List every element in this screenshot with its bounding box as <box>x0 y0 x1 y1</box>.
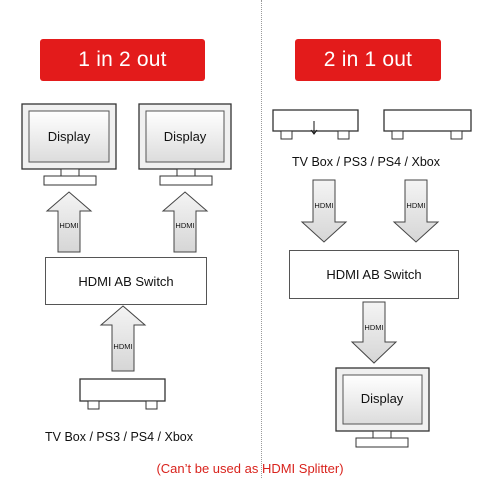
source-device-box-2 <box>383 109 472 140</box>
right-source-label: TV Box / PS3 / PS4 / Xbox <box>292 155 440 169</box>
panel-divider <box>261 0 262 478</box>
hdmi-up-arrow-3: HDMI <box>99 305 147 372</box>
svg-text:HDMI: HDMI <box>406 201 425 210</box>
right-title-banner: 2 in 1 out <box>295 39 441 81</box>
display-monitor-2: Display <box>138 103 232 186</box>
svg-text:HDMI: HDMI <box>175 221 194 230</box>
hdmi-down-arrow-2: HDMI <box>392 179 440 243</box>
hdmi-down-arrow-3: HDMI <box>350 301 398 364</box>
source-device-box-1 <box>272 109 359 140</box>
left-source-label: TV Box / PS3 / PS4 / Xbox <box>45 430 193 444</box>
svg-text:HDMI: HDMI <box>113 342 132 351</box>
right-hdmi-ab-switch: HDMI AB Switch <box>289 250 459 299</box>
hdmi-up-arrow-2: HDMI <box>161 191 209 253</box>
svg-text:HDMI: HDMI <box>364 323 383 332</box>
display-2-label: Display <box>164 129 207 144</box>
hdmi-down-arrow-1: HDMI <box>300 179 348 243</box>
display-3-label: Display <box>361 391 404 406</box>
svg-text:HDMI: HDMI <box>59 221 78 230</box>
footer-note: (Can’t be used as HDMI Splitter) <box>156 461 344 476</box>
display-monitor-3: Display <box>335 367 430 448</box>
source-device-box <box>79 378 166 410</box>
display-1-label: Display <box>48 129 91 144</box>
left-title-banner: 1 in 2 out <box>40 39 205 81</box>
left-hdmi-ab-switch: HDMI AB Switch <box>45 257 207 305</box>
display-monitor-1: Display <box>21 103 117 186</box>
svg-text:HDMI: HDMI <box>314 201 333 210</box>
hdmi-up-arrow-1: HDMI <box>45 191 93 253</box>
